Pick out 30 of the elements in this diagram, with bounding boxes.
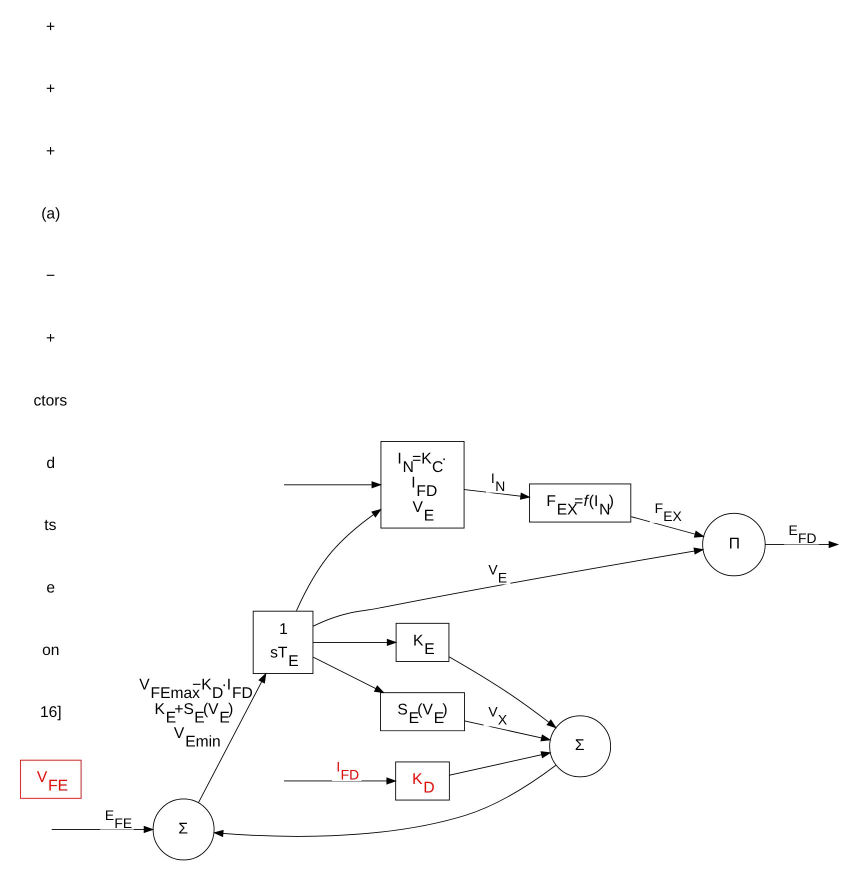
label: on xyxy=(42,642,59,659)
arrow xyxy=(463,489,530,500)
arrow xyxy=(448,656,556,728)
label: + xyxy=(46,143,55,160)
arrow xyxy=(283,777,396,785)
node-circle: Π xyxy=(702,512,766,576)
label: (a) xyxy=(40,205,60,222)
label: + xyxy=(46,330,55,348)
label: − xyxy=(46,268,55,285)
label: + xyxy=(46,18,55,36)
arrow xyxy=(630,516,704,538)
label: 16] xyxy=(39,704,62,722)
arrow xyxy=(312,656,384,694)
arrow xyxy=(50,826,154,834)
label: d xyxy=(46,454,55,472)
arrow xyxy=(296,508,382,612)
arrow xyxy=(464,720,551,742)
arrow xyxy=(198,672,266,804)
label: ctors xyxy=(32,392,67,410)
node-circle: Σ xyxy=(548,715,611,778)
arrow xyxy=(764,540,839,548)
arrow xyxy=(283,481,382,488)
node-circle: Σ xyxy=(152,798,214,860)
arrow xyxy=(312,548,704,627)
label: e xyxy=(46,580,55,597)
arrow xyxy=(212,764,556,838)
label: + xyxy=(46,80,55,98)
arrow xyxy=(312,638,397,646)
arrow xyxy=(448,751,551,776)
label: ts xyxy=(44,517,56,534)
